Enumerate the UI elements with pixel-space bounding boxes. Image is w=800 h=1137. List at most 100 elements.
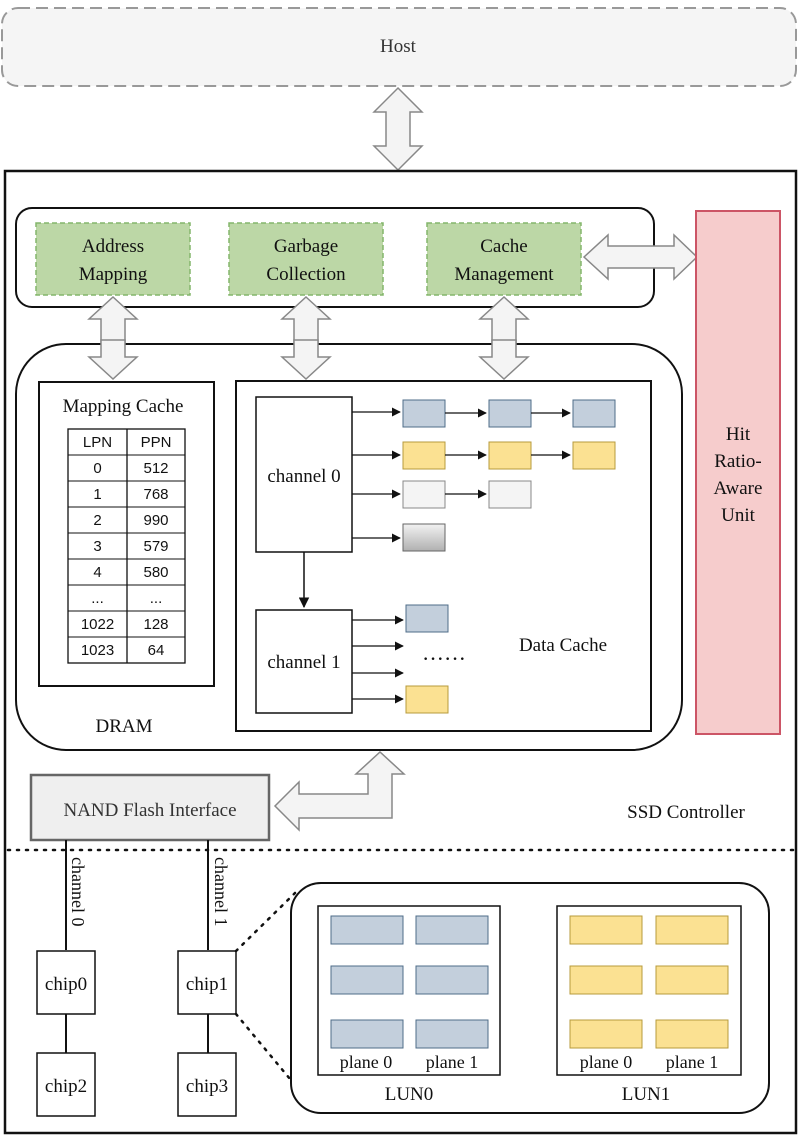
lun0-plane0-block xyxy=(330,1019,404,1049)
nand-flash-interface: NAND Flash Interface xyxy=(29,773,271,842)
chip2: chip2 xyxy=(36,1052,96,1117)
lun0-plane0-block xyxy=(330,915,404,945)
lun0-plane1-label: plane 1 xyxy=(426,1052,478,1072)
ssd-controller-label: SSD Controller xyxy=(627,802,745,823)
mapping-cell-lpn: 2 xyxy=(93,512,101,529)
cache-block-light xyxy=(402,480,446,509)
garbage-collection-module: Garbage Collection xyxy=(228,222,384,296)
mapping-cell-lpn: 0 xyxy=(93,460,101,477)
lun1-plane1-block xyxy=(655,965,729,995)
chip3-label: chip3 xyxy=(186,1076,228,1097)
cache-block-blue xyxy=(402,399,446,428)
address-mapping-module: Address Mapping xyxy=(35,222,191,296)
channel1-label: channel 1 xyxy=(267,652,340,673)
lun1-plane0-block xyxy=(569,915,643,945)
lun1-plane1-label: plane 1 xyxy=(666,1052,718,1072)
mapping-cell-ppn: ... xyxy=(150,590,163,607)
mapping-cell-ppn: 768 xyxy=(143,486,168,503)
address-mapping-line1: Address xyxy=(82,236,144,257)
cache-block-gray xyxy=(402,523,446,552)
chip0: chip0 xyxy=(36,950,96,1015)
data-cache-label: Data Cache xyxy=(519,635,607,656)
cache-block-yellow xyxy=(572,441,616,470)
hit-line4: Unit xyxy=(721,505,756,526)
ssd-outer-frame xyxy=(3,169,798,1135)
zoom-line-top xyxy=(234,891,297,953)
lun1-plane1-block xyxy=(655,915,729,945)
chip1-label: chip1 xyxy=(186,974,228,995)
channel0-vertical-label: channel 0 xyxy=(68,857,88,926)
chip1: chip1 xyxy=(177,950,237,1015)
channel1-box xyxy=(255,609,353,714)
mapping-cache: Mapping Cache LPN PPN 0 512 1 768 2 990 3 579 4 580… xyxy=(38,381,215,687)
lun0-label: LUN0 xyxy=(385,1084,434,1105)
mapping-cell-ppn: 128 xyxy=(143,616,168,633)
lun1-plane0-block xyxy=(569,1019,643,1049)
module-dram-arrow-tips xyxy=(87,339,530,381)
cache-block-blue xyxy=(405,604,449,633)
lun1: plane 0 plane 1 xyxy=(556,905,742,1076)
channel1-vertical-label: channel 1 xyxy=(211,857,231,926)
lun0-plane0-block xyxy=(330,965,404,995)
cache-management-line1: Cache xyxy=(480,236,527,257)
mapping-cell-ppn: 512 xyxy=(143,460,168,477)
mapping-cell-ppn: 579 xyxy=(143,538,168,555)
lun1-plane0-block xyxy=(569,965,643,995)
mapping-cell-lpn: 3 xyxy=(93,538,101,555)
garbage-collection-line1: Garbage xyxy=(274,236,338,257)
cache-management-line2: Management xyxy=(454,264,554,285)
chip3: chip3 xyxy=(177,1052,237,1117)
mapping-cell-lpn: ... xyxy=(91,590,104,607)
mapping-cell-ppn: 64 xyxy=(148,642,165,659)
cache-block-blue xyxy=(572,399,616,428)
hit-line1: Hit xyxy=(726,424,751,445)
lun0-plane1-block xyxy=(415,915,489,945)
mapping-cell-ppn: 580 xyxy=(143,564,168,581)
channel1-ellipsis: ······ xyxy=(422,646,466,671)
channel1-rows: ······ xyxy=(352,604,466,714)
cache-row-light xyxy=(352,480,532,509)
hit-line3: Aware xyxy=(714,478,763,499)
garbage-collection-line2: Collection xyxy=(266,264,346,285)
lun0-plane1-block xyxy=(415,1019,489,1049)
cache-block-light xyxy=(488,480,532,509)
channel0-label: channel 0 xyxy=(267,466,340,487)
cache-row-gray xyxy=(352,523,446,552)
chip0-label: chip0 xyxy=(45,974,87,995)
mapping-header-ppn: PPN xyxy=(141,434,172,451)
chip2-label: chip2 xyxy=(45,1076,87,1097)
mapping-cell-lpn: 1023 xyxy=(81,642,114,659)
lun0-plane1-block xyxy=(415,965,489,995)
address-mapping-line2: Mapping xyxy=(79,264,148,285)
lun0-plane0-label: plane 0 xyxy=(340,1052,392,1072)
lun0: plane 0 plane 1 xyxy=(317,905,501,1076)
mapping-cell-lpn: 4 xyxy=(93,564,101,581)
cache-block-blue xyxy=(488,399,532,428)
mapping-cell-lpn: 1022 xyxy=(81,616,114,633)
hit-line2: Ratio- xyxy=(714,451,762,472)
dram-label: DRAM xyxy=(95,716,152,737)
host-controller-arrow xyxy=(372,86,424,172)
cache-row-blue xyxy=(352,399,616,428)
lun1-plane0-label: plane 0 xyxy=(580,1052,632,1072)
cache-management-module: Cache Management xyxy=(426,222,582,296)
cache-block-yellow xyxy=(488,441,532,470)
dram-nand-arrow xyxy=(273,750,406,832)
mapping-cell-lpn: 1 xyxy=(93,486,101,503)
mapping-cell-ppn: 990 xyxy=(143,512,168,529)
lun1-label: LUN1 xyxy=(622,1084,671,1105)
mapping-cache-title: Mapping Cache xyxy=(63,396,184,417)
host-label: Host xyxy=(380,36,417,57)
mapping-table: LPN PPN 0 512 1 768 2 990 3 579 4 580...... 1022 128 1… xyxy=(67,428,186,664)
cache-block-yellow xyxy=(402,441,446,470)
cache-block-yellow xyxy=(405,685,449,714)
nand-interface-label: NAND Flash Interface xyxy=(63,800,236,821)
hit-ratio-aware-unit: Hit Ratio- Aware Unit xyxy=(695,210,781,735)
channel0-box xyxy=(255,396,353,553)
mapping-header-lpn: LPN xyxy=(83,434,112,451)
zoom-line-bottom xyxy=(234,1012,297,1087)
data-cache: Data Cache channel 0 channel 1 xyxy=(235,380,652,732)
cache-row-yellow xyxy=(352,441,616,470)
lun1-plane1-block xyxy=(655,1019,729,1049)
